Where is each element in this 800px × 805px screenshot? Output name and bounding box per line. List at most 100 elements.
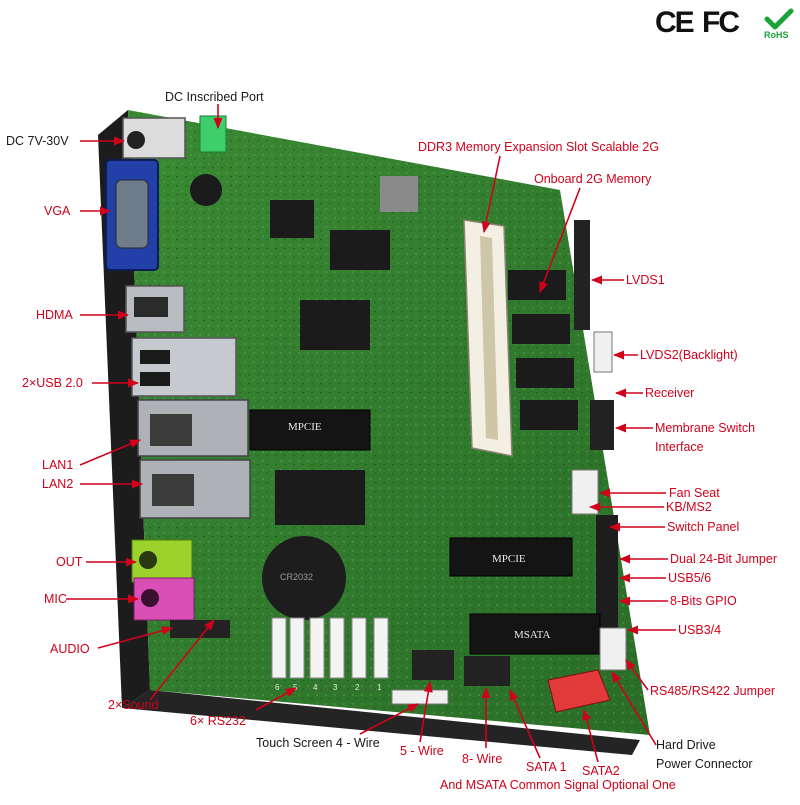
chip-c (380, 176, 418, 212)
battery-label: CR2032 (280, 572, 313, 582)
callout-usb56: USB5/6 (668, 571, 712, 585)
callout-receiver: Receiver (645, 386, 695, 400)
arrow-ddr3-slot (481, 155, 501, 234)
callout-lvds1: LVDS1 (626, 273, 665, 287)
arrow-5wire (419, 680, 433, 743)
rs232-digit: 6 (275, 683, 280, 692)
callout-ddr3-slot: DDR3 Memory Expansion Slot Scalable 2G (418, 140, 660, 154)
callout-arrows (66, 104, 676, 763)
callout-dc-power: DC 7V-30V (6, 134, 69, 148)
arrow-audio (97, 626, 174, 649)
chip-d (300, 300, 370, 350)
chip-e (275, 470, 365, 525)
rs232-connector (309, 617, 325, 679)
arrow-touch (359, 703, 419, 735)
callout-lan2: LAN2 (42, 477, 74, 491)
onboard-mem-chip-4 (520, 400, 578, 430)
callout-lvds2: LVDS2(Backlight) (640, 348, 738, 362)
callout-usb34: USB3/4 (678, 623, 722, 637)
cmos-battery (262, 536, 346, 620)
rs232-connector (351, 617, 367, 679)
rohs-mark: RoHS (764, 30, 789, 40)
membrane-header (590, 400, 614, 450)
rs232-connector (271, 617, 287, 679)
arrow-rs485 (625, 659, 649, 691)
lvds1-header (574, 220, 590, 330)
callout-switch-panel: Switch Panel (667, 520, 740, 534)
ddr3-slot-groove (480, 236, 498, 440)
callout-touch: Touch Screen 4 - Wire (256, 736, 380, 750)
audio-mic-hole (141, 589, 159, 607)
onboard-mem-chip-3 (516, 358, 574, 388)
lvds2-connector (593, 331, 613, 373)
arrow-sound (149, 619, 215, 701)
sata-connector (547, 669, 611, 713)
mpcie-label-bottom: MPCIE (492, 553, 526, 565)
callout-hdd-power-2: Power Connector (656, 757, 753, 771)
lan1-connector (137, 399, 249, 457)
callout-onboard-mem: Onboard 2G Memory (534, 172, 652, 186)
pcb-texture (128, 110, 650, 735)
callout-membrane-1: Membrane Switch (655, 421, 756, 435)
arrow-onboard-mem (539, 187, 581, 294)
callout-membrane-2: Interface (655, 440, 704, 454)
callout-hdma: HDMA (36, 308, 73, 322)
rs232-digit: 4 (313, 683, 318, 692)
callout-hdd-power-1: Hard Drive (656, 738, 716, 752)
ce-mark: CE (655, 6, 695, 39)
header-8wire (464, 656, 510, 686)
arrow-lan1 (79, 439, 142, 466)
arrow-rs232 (255, 687, 297, 711)
header-touch (391, 689, 449, 705)
onboard-mem-chip-2 (512, 314, 570, 344)
callout-mic: MIC (44, 592, 67, 606)
callout-dual-jumper: Dual 24-Bit Jumper (670, 552, 777, 566)
callout-dc-port: DC Inscribed Port (165, 90, 264, 104)
callout-usb20: 2×USB 2.0 (22, 376, 83, 390)
audio-out-hole (139, 551, 157, 569)
mpcie-label-top: MPCIE (288, 421, 322, 433)
vga-port (115, 179, 149, 249)
jumper-strip (596, 515, 618, 645)
capacitor (190, 174, 222, 206)
msata-label: MSATA (514, 629, 550, 641)
callout-5wire: 5 - Wire (400, 744, 444, 758)
header-audio (170, 620, 230, 638)
chip-b (330, 230, 390, 270)
callout-msata-note: And MSATA Common Signal Optional One (440, 778, 676, 792)
callout-sound: 2×Sound (108, 698, 159, 712)
lan2-socket (152, 474, 194, 506)
rs232-digit: 1 (377, 683, 382, 692)
rs232-connector (373, 617, 389, 679)
callout-out: OUT (56, 555, 83, 569)
lan1-socket (150, 414, 192, 446)
onboard-mem-chip-1 (508, 270, 566, 300)
callout-kbms: KB/MS2 (666, 500, 712, 514)
header-5wire (412, 650, 454, 680)
usb20-port-b (140, 372, 170, 386)
callout-sata2: SATA2 (582, 764, 620, 778)
arrow-sata2 (582, 708, 599, 763)
dc-terminal (199, 115, 227, 153)
rs232-connector (329, 617, 345, 679)
arrow-sata1 (509, 688, 541, 759)
hdmi-port (134, 297, 168, 317)
callout-gpio: 8-Bits GPIO (670, 594, 737, 608)
chip-a (270, 200, 314, 238)
callout-8wire: 8- Wire (462, 752, 503, 766)
callout-sata1: SATA 1 (526, 760, 567, 774)
callout-rs485: RS485/RS422 Jumper (650, 684, 776, 698)
usb20-stack (131, 337, 237, 397)
usb20-port-a (140, 350, 170, 364)
rs232-connector (289, 617, 305, 679)
hdd-power-connector (599, 627, 627, 671)
dc-jack-hole (127, 131, 145, 149)
rs232-digit: 3 (333, 683, 338, 692)
mpcie-slot-top (249, 409, 371, 451)
rs232-digit: 2 (355, 683, 360, 692)
arrow-hdd-power (611, 671, 657, 746)
fc-mark: FC (702, 6, 740, 39)
